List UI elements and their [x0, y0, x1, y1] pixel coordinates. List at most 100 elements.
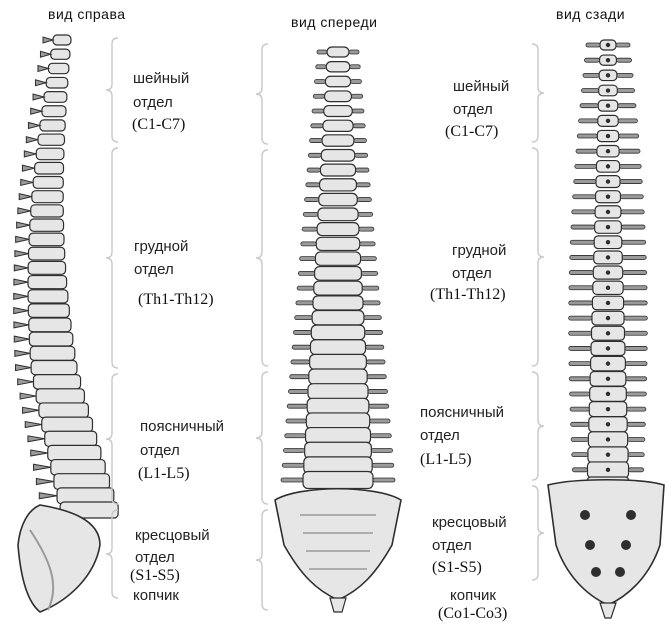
- sacrum: [18, 505, 100, 612]
- coccyx: [600, 603, 616, 618]
- vertebra-body: [42, 417, 93, 432]
- spinous-process: [22, 165, 34, 171]
- back-thoracic-name: грудной: [452, 240, 506, 262]
- sacrum: [548, 480, 664, 605]
- side-sacral-name: кресцовый: [135, 525, 210, 547]
- vertebra-body: [320, 179, 357, 191]
- side-thoracic-dept: отдел: [134, 259, 174, 281]
- vertebra-body: [28, 290, 68, 303]
- region-brace: [256, 150, 268, 366]
- vertebra-body: [36, 389, 84, 404]
- vertebra-body: [29, 247, 65, 260]
- vertebra-body: [48, 63, 68, 73]
- spinous-process: [35, 80, 46, 86]
- back-cervical-name: шейный: [453, 76, 509, 98]
- vertebra-body: [305, 428, 370, 444]
- vertebra-body: [327, 47, 349, 57]
- region-brace: [106, 38, 118, 142]
- region-brace: [106, 148, 118, 368]
- side-sacral-range: (S1-S5): [130, 565, 180, 587]
- back-sacral-range: (S1-S5): [432, 557, 482, 579]
- back-lumbar-range: (L1-L5): [420, 449, 472, 471]
- vertebra-body: [33, 177, 63, 189]
- vertebra-body: [39, 403, 89, 418]
- region-brace: [532, 372, 544, 480]
- spinous-process: [31, 108, 42, 114]
- vertebra-body: [324, 106, 353, 117]
- spinous-process: [18, 379, 34, 385]
- back-thoracic-dept: отдел: [452, 263, 492, 285]
- region-brace: [532, 486, 544, 580]
- side-cervical-dept: отдел: [133, 92, 173, 114]
- spinous-process: [28, 436, 45, 442]
- spinous-process: [39, 493, 57, 499]
- vertebra-body: [320, 164, 355, 176]
- vertebra-body: [309, 369, 367, 384]
- spinous-process: [38, 65, 48, 71]
- side-lumbar-dept: отдел: [140, 440, 180, 462]
- vertebra-body: [314, 281, 362, 295]
- region-brace: [106, 510, 118, 598]
- back-thoracic-range: (Th1-Th12): [430, 284, 506, 306]
- vertebra-body: [30, 346, 75, 360]
- spinous-process: [43, 37, 53, 43]
- vertebra-body: [318, 208, 358, 221]
- side-thoracic-name: грудной: [134, 236, 188, 258]
- vertebra-body: [31, 205, 64, 217]
- vertebra-body: [307, 398, 369, 414]
- sacrum: [275, 489, 401, 600]
- vertebra-body: [323, 120, 353, 131]
- vertebra-body: [322, 135, 354, 146]
- spinous-process: [16, 236, 29, 242]
- vertebra-body: [38, 134, 64, 145]
- back-lumbar-name: поясничный: [420, 402, 504, 424]
- vertebra-body: [44, 92, 67, 103]
- region-brace: [256, 44, 268, 144]
- vertebra-body: [46, 77, 68, 88]
- vertebra-body: [310, 354, 367, 369]
- spinous-process: [16, 365, 32, 371]
- vertebra-body: [303, 472, 373, 489]
- region-brace: [256, 510, 268, 610]
- spinous-process: [14, 279, 28, 285]
- spinous-process: [40, 51, 50, 57]
- vertebra-body: [321, 149, 355, 161]
- spinous-process: [36, 479, 54, 485]
- vertebra-body: [29, 318, 71, 332]
- spinous-process: [15, 350, 30, 356]
- back-lumbar-dept: отдел: [420, 425, 460, 447]
- side-view-spine: [14, 35, 118, 612]
- spinous-process: [21, 179, 33, 185]
- spinous-process: [24, 151, 36, 157]
- vertebra-body: [313, 296, 363, 310]
- vertebra-body: [28, 261, 65, 274]
- spinous-process: [26, 137, 38, 143]
- spinous-process: [34, 464, 51, 470]
- vertebra-body: [29, 233, 64, 246]
- side-cervical-name: шейный: [133, 68, 189, 90]
- vertebra-body: [319, 193, 358, 205]
- region-brace: [532, 148, 544, 366]
- vertebra-body: [317, 223, 359, 236]
- side-coccyx-name: копчик: [133, 585, 179, 607]
- spinous-process: [28, 122, 39, 128]
- back-sacral-name: кресцовый: [432, 512, 507, 534]
- vertebra-body: [308, 384, 368, 400]
- vertebra-body: [36, 148, 64, 159]
- back-sacral-dept: отдел: [432, 535, 472, 557]
- side-thoracic-range: (Th1-Th12): [138, 289, 214, 311]
- spinous-process: [14, 336, 29, 342]
- back-cervical-range: (C1-C7): [445, 121, 498, 143]
- back-cervical-dept: отдел: [453, 99, 493, 121]
- spinous-process: [14, 308, 29, 314]
- vertebra-body: [326, 62, 350, 72]
- spinous-process: [20, 393, 36, 399]
- spinous-process: [31, 450, 48, 456]
- vertebra-body: [40, 120, 65, 131]
- vertebra-body: [315, 252, 360, 265]
- region-brace: [256, 372, 268, 504]
- vertebra-body: [312, 310, 364, 324]
- spinous-process: [33, 94, 44, 100]
- vertebra-body: [42, 106, 66, 117]
